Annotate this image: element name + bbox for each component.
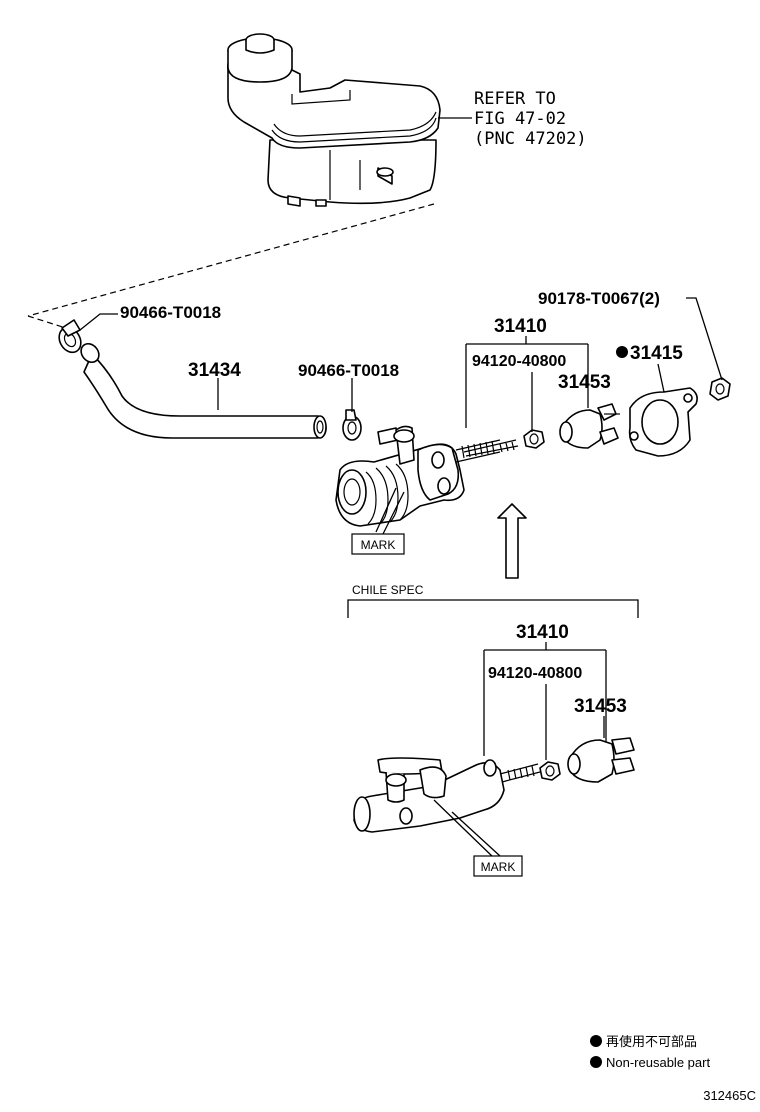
legend-line-1: 再使用不可部品 xyxy=(606,1034,697,1049)
legend-bullet-1 xyxy=(590,1035,602,1047)
push-rod-clevis xyxy=(559,403,620,449)
flange-nut xyxy=(709,377,731,401)
hose-clamp-top xyxy=(58,319,82,354)
mark-label: MARK xyxy=(361,538,396,552)
part-number-repair-kit: 94120-40800 xyxy=(472,353,566,370)
legend: 再使用不可部品 Non-reusable part xyxy=(590,1034,710,1070)
mark-callout: MARK xyxy=(351,487,405,555)
hose-clamp-mid xyxy=(342,409,362,441)
chile-push-rod-clevis xyxy=(567,737,635,783)
chile-bracket-cylinder-assy xyxy=(483,642,607,756)
reference-callout: REFER TO FIG 47-02 (PNC 47202) xyxy=(438,89,587,149)
reference-line-3: (PNC 47202) xyxy=(474,129,587,149)
bracket-cylinder-assy xyxy=(465,336,589,428)
chile-part-number-repair-kit: 94120-40800 xyxy=(488,665,582,682)
reference-line-2: FIG 47-02 xyxy=(474,109,566,129)
part-number-gasket: 31415 xyxy=(630,343,683,364)
chile-spec-section: CHILE SPEC 31410 94120-40800 31453 xyxy=(347,583,639,877)
chile-part-number-cylinder-assy: 31410 xyxy=(516,622,569,643)
clutch-master-cylinder xyxy=(335,425,519,527)
part-number-clamp-mid: 90466-T0018 xyxy=(298,361,399,380)
part-number-push-rod: 31453 xyxy=(558,372,611,393)
part-number-hose: 31434 xyxy=(188,360,241,381)
gasket xyxy=(628,387,698,457)
part-number-clamp-top: 90466-T0018 xyxy=(120,303,221,322)
chile-lock-nut xyxy=(539,761,561,781)
reference-line-1: REFER TO xyxy=(474,89,556,109)
leader-nut xyxy=(686,297,723,381)
figure-code: 312465C xyxy=(703,1088,756,1103)
non-reusable-marker xyxy=(616,346,628,358)
chile-mark-label: MARK xyxy=(481,860,516,874)
part-number-cylinder-assy: 31410 xyxy=(494,316,547,337)
leader-gasket xyxy=(657,363,665,393)
up-arrow-icon xyxy=(497,503,527,579)
chile-part-number-push-rod: 31453 xyxy=(574,696,627,717)
reservoir-tank xyxy=(226,33,441,207)
dashed-connection xyxy=(27,203,435,331)
chile-spec-bracket xyxy=(347,599,639,618)
lock-nut xyxy=(523,429,545,449)
chile-master-cylinder xyxy=(353,757,541,833)
reservoir-hose xyxy=(80,342,327,439)
legend-line-2: Non-reusable part xyxy=(606,1055,710,1070)
chile-mark-callout: MARK xyxy=(433,799,523,877)
part-number-nut: 90178-T0067(2) xyxy=(538,289,660,308)
chile-spec-title: CHILE SPEC xyxy=(352,583,424,597)
leader-clamp-top xyxy=(79,313,118,331)
legend-bullet-2 xyxy=(590,1056,602,1068)
